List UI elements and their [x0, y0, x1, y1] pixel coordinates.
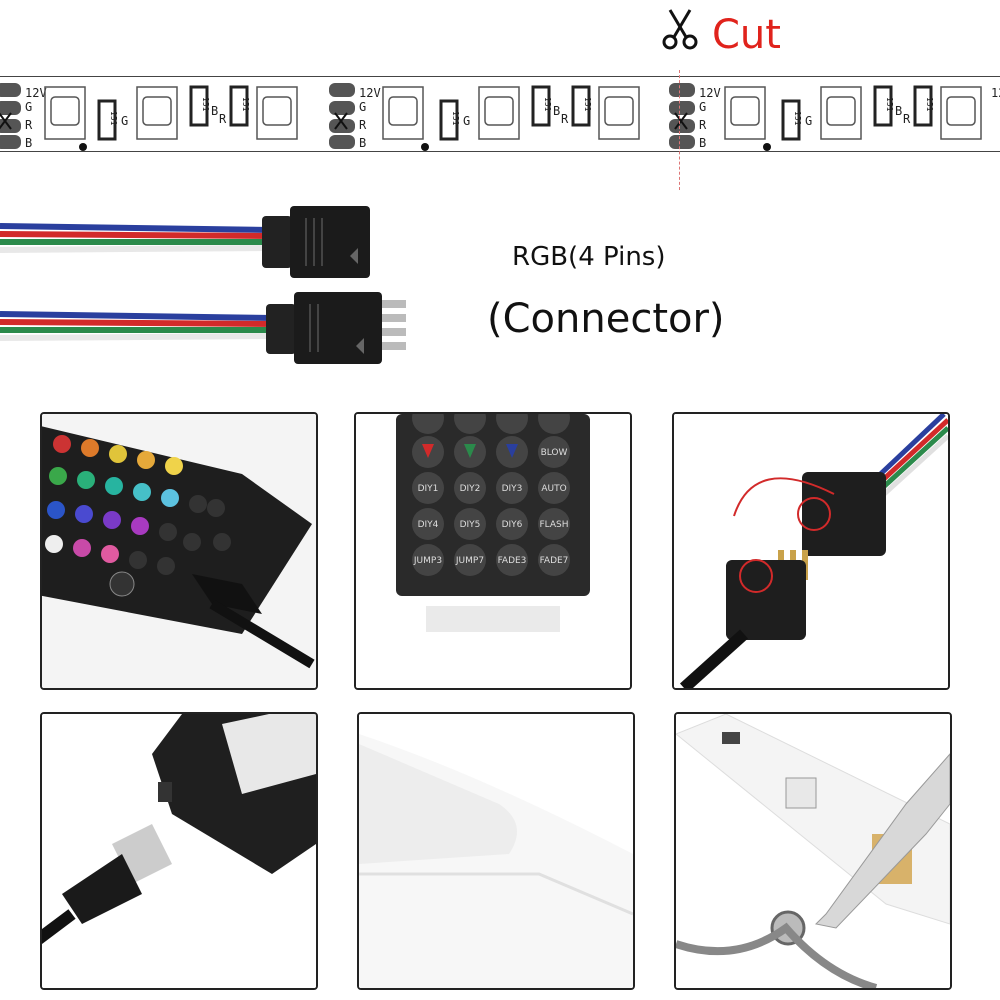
key-blow: BLOW — [541, 448, 568, 458]
svg-text:G: G — [699, 100, 706, 114]
pad-label-b: B — [25, 136, 32, 150]
pad-section: 12V G R B — [329, 83, 381, 150]
pad-label-12v: 12V — [25, 86, 47, 100]
key-jump3: JUMP3 — [413, 556, 442, 566]
svg-text:151: 151 — [793, 111, 802, 126]
male-connector — [294, 292, 382, 364]
side-labels: G B R G B R G B R — [121, 104, 911, 128]
female-cable — [0, 206, 370, 278]
panel-remote-keys: BLOW DIY1 DIY2 DIY3 AUTO DIY4 DIY5 DIY6 … — [354, 412, 632, 690]
svg-text:151: 151 — [241, 97, 250, 112]
svg-text:B: B — [895, 104, 902, 118]
svg-text:151: 151 — [885, 97, 894, 112]
male-connector — [726, 560, 806, 640]
pad-section: 12V G R B — [669, 83, 721, 150]
svg-text:R: R — [699, 118, 707, 132]
pad-section: 12V — [991, 86, 1000, 100]
cut-line — [679, 70, 680, 190]
svg-text:B: B — [359, 136, 366, 150]
svg-text:G: G — [359, 100, 366, 114]
connector-label: (Connector) — [487, 296, 725, 342]
remote-keypad-photo: BLOW DIY1 DIY2 DIY3 AUTO DIY4 DIY5 DIY6 … — [356, 414, 630, 688]
svg-text:151: 151 — [543, 97, 552, 112]
keypad-labels: BLOW DIY1 DIY2 DIY3 AUTO DIY4 DIY5 DIY6 … — [413, 448, 569, 566]
key-diy1: DIY1 — [418, 484, 439, 494]
pad-section: 12V G R B — [0, 83, 47, 150]
pad-label-r: R — [25, 118, 33, 132]
key-diy2: DIY2 — [460, 484, 481, 494]
strip-closeup-photo — [359, 714, 633, 988]
panel-connector-join — [672, 412, 950, 690]
svg-text:R: R — [219, 112, 227, 126]
panel-remote-angle — [40, 412, 318, 690]
female-connector — [290, 206, 370, 278]
svg-text:B: B — [699, 136, 706, 150]
led-strip-diagram: 12V G R B 12V G R B 12V G R B 12V — [0, 83, 1000, 151]
panel-cutting-strip — [674, 712, 952, 990]
svg-text:G: G — [805, 114, 812, 128]
svg-text:B: B — [553, 104, 560, 118]
svg-text:12V: 12V — [991, 86, 1000, 100]
remote-buttons — [45, 435, 231, 597]
key-auto: AUTO — [541, 484, 566, 494]
svg-text:151: 151 — [451, 111, 460, 126]
panel-strip-closeup — [357, 712, 635, 990]
connector-join-photo — [674, 414, 948, 688]
panel-controller-plug — [40, 712, 318, 990]
svg-text:151: 151 — [583, 97, 592, 112]
cutting-strip-photo — [676, 714, 950, 988]
led-chips — [44, 86, 982, 140]
svg-text:R: R — [359, 118, 367, 132]
svg-text:R: R — [903, 112, 911, 126]
svg-text:R: R — [561, 112, 569, 126]
key-fade7: FADE7 — [540, 556, 569, 566]
svg-text:12V: 12V — [699, 86, 721, 100]
svg-text:G: G — [121, 114, 128, 128]
svg-text:151: 151 — [925, 97, 934, 112]
rgb-pins-label: RGB(4 Pins) — [512, 242, 666, 272]
keypad-buttons — [412, 414, 570, 576]
svg-text:G: G — [463, 114, 470, 128]
svg-text:B: B — [211, 104, 218, 118]
key-fade3: FADE3 — [498, 556, 527, 566]
cut-label: Cut — [712, 12, 781, 58]
rgb-cables-illustration — [0, 206, 406, 364]
key-flash: FLASH — [539, 520, 568, 530]
key-diy3: DIY3 — [502, 484, 523, 494]
remote-control-photo — [42, 414, 316, 688]
controller-plug-photo — [42, 714, 316, 988]
resistors — [97, 85, 933, 141]
key-jump7: JUMP7 — [455, 556, 484, 566]
key-diy6: DIY6 — [502, 520, 523, 530]
key-diy5: DIY5 — [460, 520, 481, 530]
svg-text:12V: 12V — [359, 86, 381, 100]
pad-label-g: G — [25, 100, 32, 114]
key-diy4: DIY4 — [418, 520, 439, 530]
svg-text:151: 151 — [109, 111, 118, 126]
svg-text:151: 151 — [201, 97, 210, 112]
led-strip: 12V G R B 12V G R B 12V G R B 12V — [0, 76, 1000, 152]
resistor-labels: 151 151 151 151 151 151 151 151 151 — [109, 97, 934, 126]
scissors-icon — [662, 9, 698, 50]
female-connector — [802, 472, 886, 556]
male-cable — [0, 292, 406, 364]
strip-scissors-icon — [0, 112, 688, 130]
